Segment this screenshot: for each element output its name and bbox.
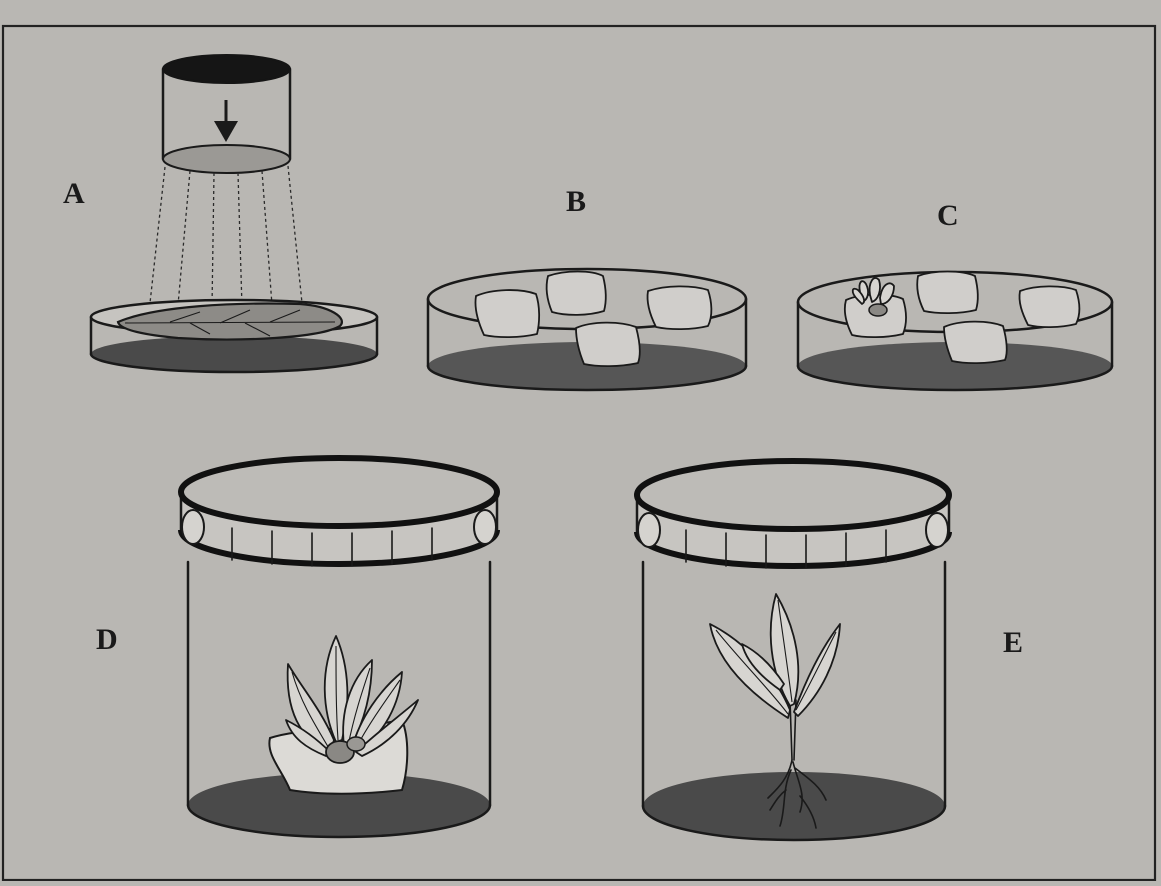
label-c: C [937, 199, 959, 232]
panel-e: E [637, 461, 1023, 840]
panel-d: D [96, 458, 497, 837]
label-a: A [63, 177, 85, 210]
panel-b: B [428, 185, 746, 390]
panel-c: C [798, 199, 1112, 390]
jar-lid-d [181, 458, 497, 566]
label-b: B [566, 185, 586, 218]
explant-with-shoots-d [269, 636, 418, 794]
petri-dish-a [91, 300, 377, 372]
cork-borer [163, 55, 290, 173]
panel-a: A [63, 55, 377, 372]
cutting-lines [150, 166, 302, 307]
jar-lid-e [637, 461, 949, 568]
label-e: E [1003, 626, 1023, 659]
label-d: D [96, 623, 118, 656]
arrow-down-icon [214, 100, 238, 142]
